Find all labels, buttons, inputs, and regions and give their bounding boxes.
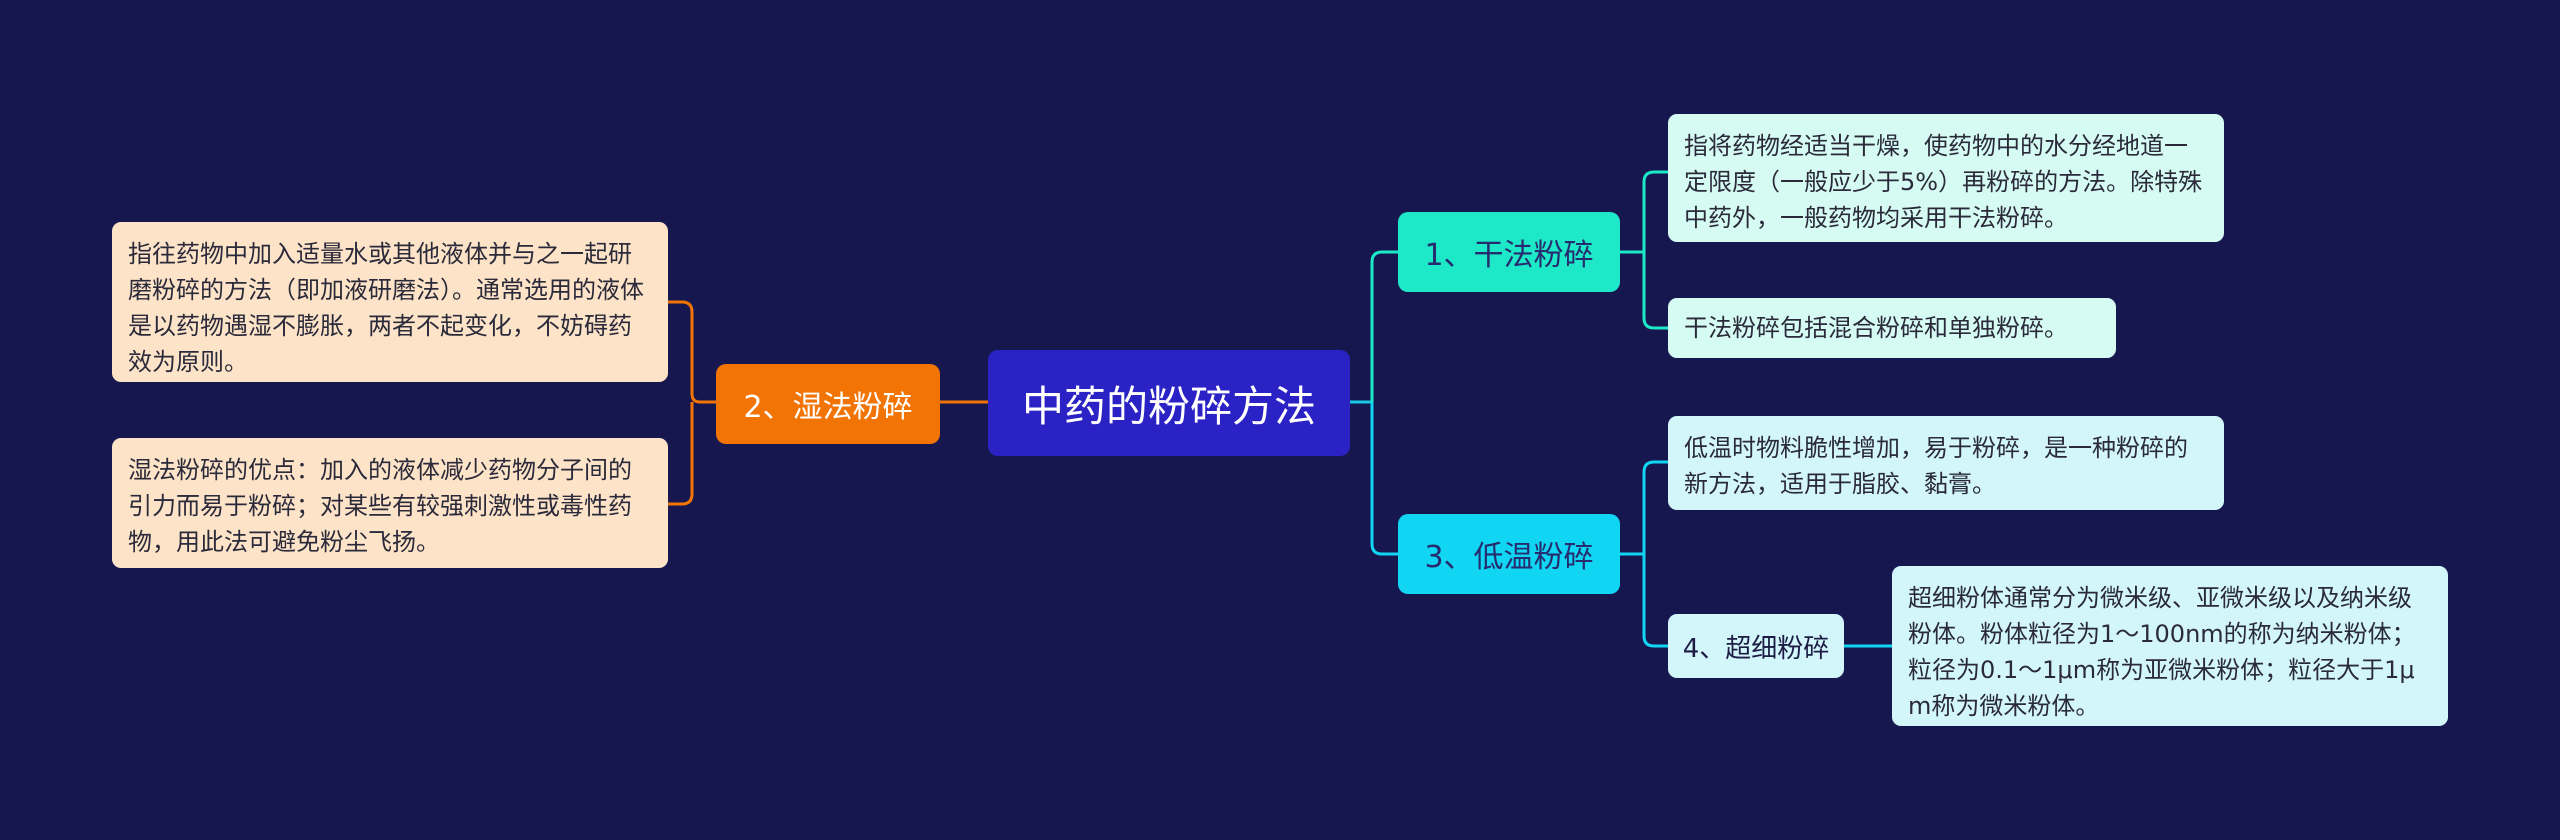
leaf-ultrafine-description[interactable]: 超细粉体通常分为微米级、亚微米级以及纳米级粉体。粉体粒径为1～100nm的称为纳… [1892, 566, 2448, 726]
branch-wet-grinding[interactable]: 2、湿法粉碎 [716, 364, 940, 444]
connector-lowtemp-ultrafine [1642, 554, 1668, 648]
leaf-wet-definition[interactable]: 指往药物中加入适量水或其他液体并与之一起研磨粉碎的方法（即加液研磨法）。通常选用… [112, 222, 668, 382]
connector-wet-leaf-2 [668, 402, 694, 506]
leaf-wet-advantages[interactable]: 湿法粉碎的优点：加入的液体减少药物分子间的引力而易于粉碎；对某些有较强刺激性或毒… [112, 438, 668, 568]
leaf-low-temp-description[interactable]: 低温时物料脆性增加，易于粉碎，是一种粉碎的新方法，适用于脂胶、黏膏。 [1668, 416, 2224, 510]
center-topic[interactable]: 中药的粉碎方法 [988, 350, 1350, 456]
connector-dry-leaf-2 [1642, 252, 1668, 330]
branch-low-temp-grinding[interactable]: 3、低温粉碎 [1398, 514, 1620, 594]
leaf-dry-types[interactable]: 干法粉碎包括混合粉碎和单独粉碎。 [1668, 298, 2116, 358]
connector-right-lowtemp [1370, 402, 1398, 556]
leaf-dry-definition[interactable]: 指将药物经适当干燥，使药物中的水分经地道一定限度（一般应少于5%）再粉碎的方法。… [1668, 114, 2224, 242]
connector-lowtemp-leaf-1 [1620, 460, 1668, 556]
connector-right-dry [1370, 250, 1398, 402]
branch-ultrafine-grinding[interactable]: 4、超细粉碎 [1668, 614, 1844, 678]
branch-dry-grinding[interactable]: 1、干法粉碎 [1398, 212, 1620, 292]
connector-dry-leaf-1 [1620, 170, 1668, 254]
